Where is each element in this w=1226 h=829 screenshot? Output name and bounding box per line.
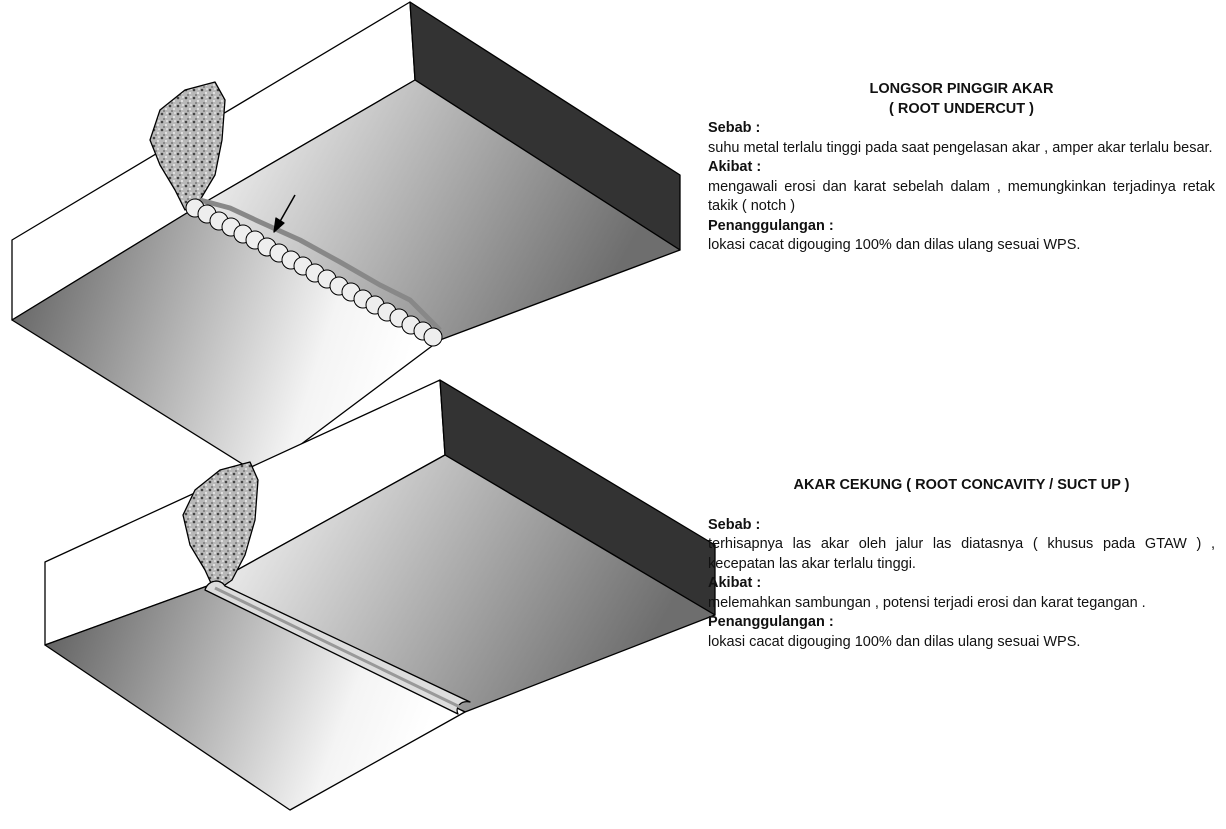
penanggulangan-text: lokasi cacat digouging 100% dan dilas ul…: [708, 237, 1081, 253]
penanggulangan-label: Penanggulangan :: [708, 614, 834, 630]
bead-highlight: [214, 586, 463, 710]
section-subtitle: ( ROOT UNDERCUT ): [889, 100, 1034, 117]
undercut-edge: [199, 197, 442, 332]
lower-plate: [44, 584, 466, 811]
section-title: AKAR CEKUNG ( ROOT CONCAVITY / SUCT UP ): [793, 477, 1130, 493]
akibat-text: mengawali erosi dan karat sebelah dalam …: [708, 178, 1215, 215]
penanggulangan-label: Penanggulangan :: [708, 217, 834, 234]
cut-stone-section: [149, 81, 226, 211]
akibat-label: Akibat :: [708, 575, 762, 591]
root-undercut-description: LONGSOR PINGGIR AKAR ( ROOT UNDERCUT ) S…: [708, 80, 1215, 256]
akibat-label: Akibat :: [708, 159, 762, 175]
penanggulangan-text: lokasi cacat digouging 100% dan dilas ul…: [708, 633, 1081, 650]
sebab-text: terhisapnya las akar oleh jalur las diat…: [708, 536, 1215, 572]
weld-defect-illustrations: [11, 1, 716, 811]
sebab-label: Sebab :: [708, 516, 761, 533]
root-undercut-diagram: [11, 1, 681, 476]
arrow-head-icon: [273, 217, 285, 233]
sebab-label: Sebab :: [708, 120, 761, 136]
root-concavity-diagram: [44, 379, 716, 811]
sebab-text: suhu metal terlalu tinggi pada saat peng…: [708, 139, 1213, 156]
root-concavity-description: AKAR CEKUNG ( ROOT CONCAVITY / SUCT UP )…: [708, 476, 1215, 652]
akibat-text: melemahkan sambungan , potensi terjadi e…: [708, 594, 1146, 611]
cut-stone-section: [182, 461, 259, 593]
section-title: LONGSOR PINGGIR AKAR: [869, 81, 1054, 97]
arrow-icon: [277, 194, 296, 226]
weld-bead-ripples: [185, 198, 443, 347]
